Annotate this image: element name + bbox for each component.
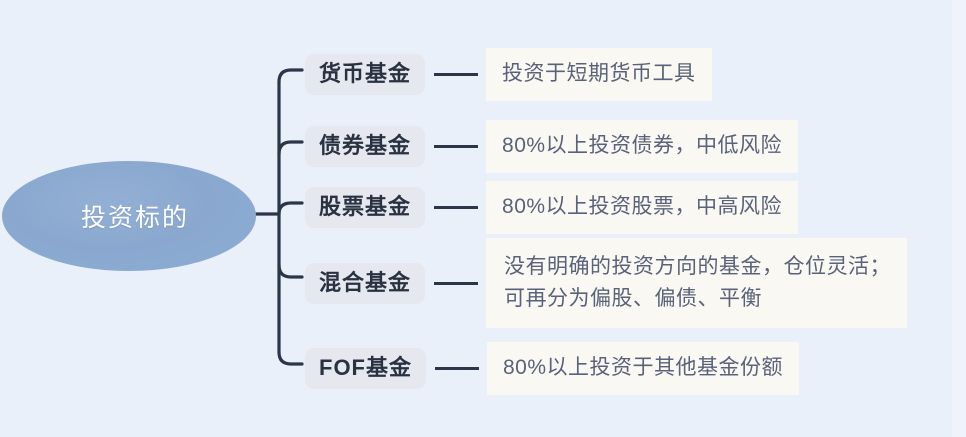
branch-label-股票基金[interactable]: 股票基金 xyxy=(305,187,426,229)
right-edge-strip xyxy=(952,0,966,437)
dash-connector-1 xyxy=(434,73,479,77)
dash-connector-5 xyxy=(435,367,479,371)
connector-branch-3 xyxy=(277,201,304,216)
branch-row-3: 股票基金 80%以上投资股票，中高风险 xyxy=(305,181,799,235)
connector-branch-4 xyxy=(277,263,304,279)
connector-branch-2 xyxy=(277,140,304,156)
branch-row-2: 债券基金 80%以上投资债券，中低风险 xyxy=(305,120,799,174)
connector-branch-1 xyxy=(277,68,304,84)
root-node-label: 投资标的 xyxy=(80,204,189,232)
branch-row-4: 混合基金 没有明确的投资方向的基金，仓位灵活； 可再分为偏股、偏债、平衡 xyxy=(305,238,908,328)
dash-connector-2 xyxy=(434,145,479,149)
branch-label-债券基金[interactable]: 债券基金 xyxy=(305,126,426,168)
branch-description-3: 80%以上投资股票，中高风险 xyxy=(486,181,799,235)
root-node[interactable]: 投资标的 xyxy=(2,161,256,271)
branch-description-4: 没有明确的投资方向的基金，仓位灵活； 可再分为偏股、偏债、平衡 xyxy=(486,238,908,328)
dash-connector-3 xyxy=(434,206,479,210)
branch-description-1: 投资于短期货币工具 xyxy=(486,48,712,102)
branch-row-1: 货币基金 投资于短期货币工具 xyxy=(305,48,712,102)
branch-row-5: FOF基金 80%以上投资于其他基金份额 xyxy=(305,342,800,396)
branch-label-混合基金[interactable]: 混合基金 xyxy=(305,262,426,304)
connector-branch-5 xyxy=(277,350,304,366)
branch-label-货币基金[interactable]: 货币基金 xyxy=(305,54,426,96)
branch-description-2: 80%以上投资债券，中低风险 xyxy=(486,120,799,174)
branch-description-5: 80%以上投资于其他基金份额 xyxy=(487,342,800,396)
branch-label-FOF基金[interactable]: FOF基金 xyxy=(305,348,426,390)
dash-connector-4 xyxy=(434,281,479,285)
